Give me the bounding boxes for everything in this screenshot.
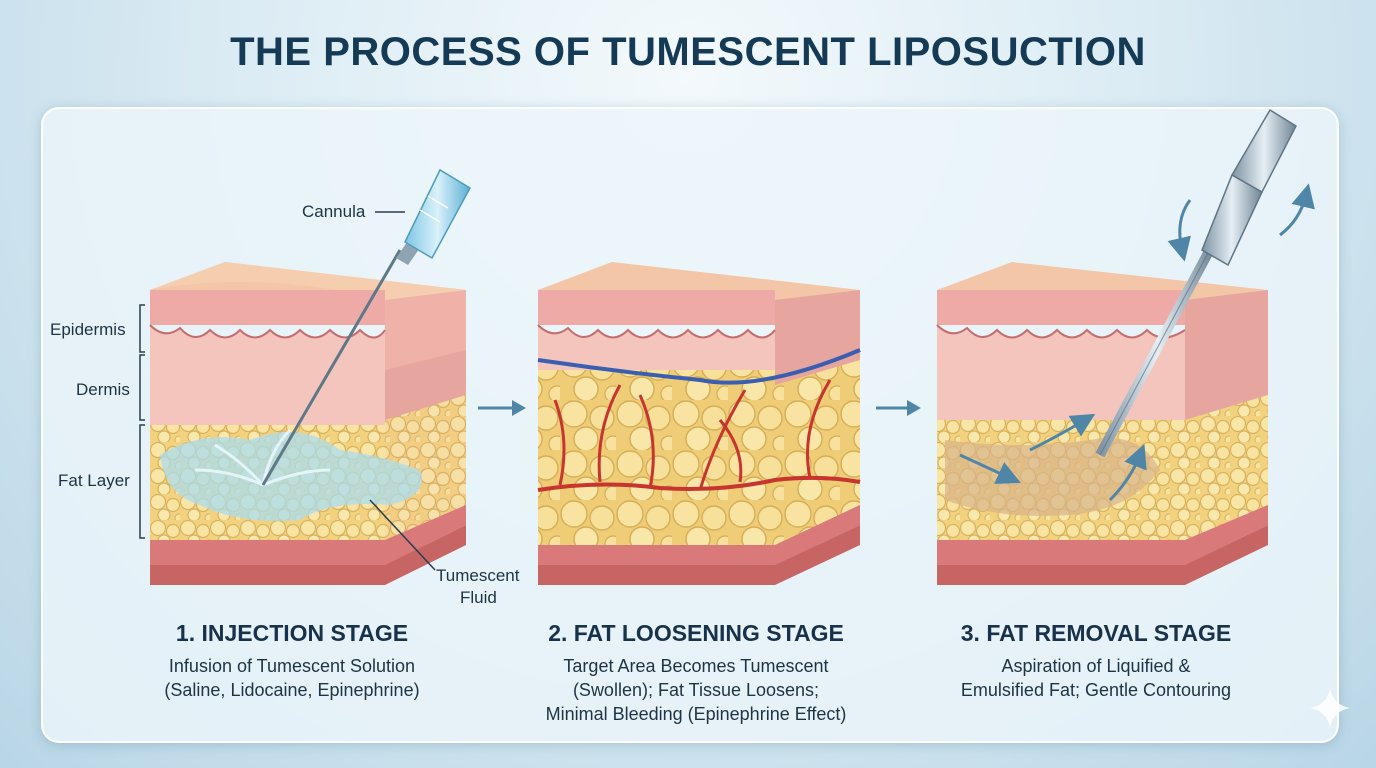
tumescent-fluid-label-line2: Fluid	[460, 588, 497, 607]
aspiration-cannula	[1095, 108, 1315, 458]
skin-block-injection	[149, 262, 466, 585]
fat-layer-label: Fat Layer	[58, 471, 130, 490]
dermis-label: Dermis	[76, 380, 130, 399]
flow-arrow-2	[876, 400, 921, 416]
stage-3-title: 3. FAT REMOVAL STAGE	[960, 620, 1232, 646]
stage-1-description: Infusion of Tumescent Solution (Saline, …	[164, 656, 420, 700]
label-leaders	[139, 211, 436, 571]
stage-1-title: 1. INJECTION STAGE	[175, 620, 409, 646]
skin-block-loosening	[537, 262, 861, 585]
cannula-syringe	[261, 168, 472, 486]
stage-2-description: Target Area Becomes Tumescent (Swollen);…	[545, 656, 847, 724]
sparkle-icon	[1310, 688, 1350, 728]
stage-3-description: Aspiration of Liquified & Emulsified Fat…	[960, 656, 1232, 700]
epidermis-label: Epidermis	[50, 320, 126, 339]
page-title: THE PROCESS OF TUMESCENT LIPOSUCTION	[230, 30, 1146, 74]
flow-arrow-1	[478, 400, 526, 416]
tumescent-fluid-label: Tumescent	[436, 566, 520, 585]
stage-2-title: 2. FAT LOOSENING STAGE	[548, 620, 844, 646]
skin-block-removal	[936, 262, 1268, 585]
cannula-label: Cannula	[302, 202, 366, 221]
